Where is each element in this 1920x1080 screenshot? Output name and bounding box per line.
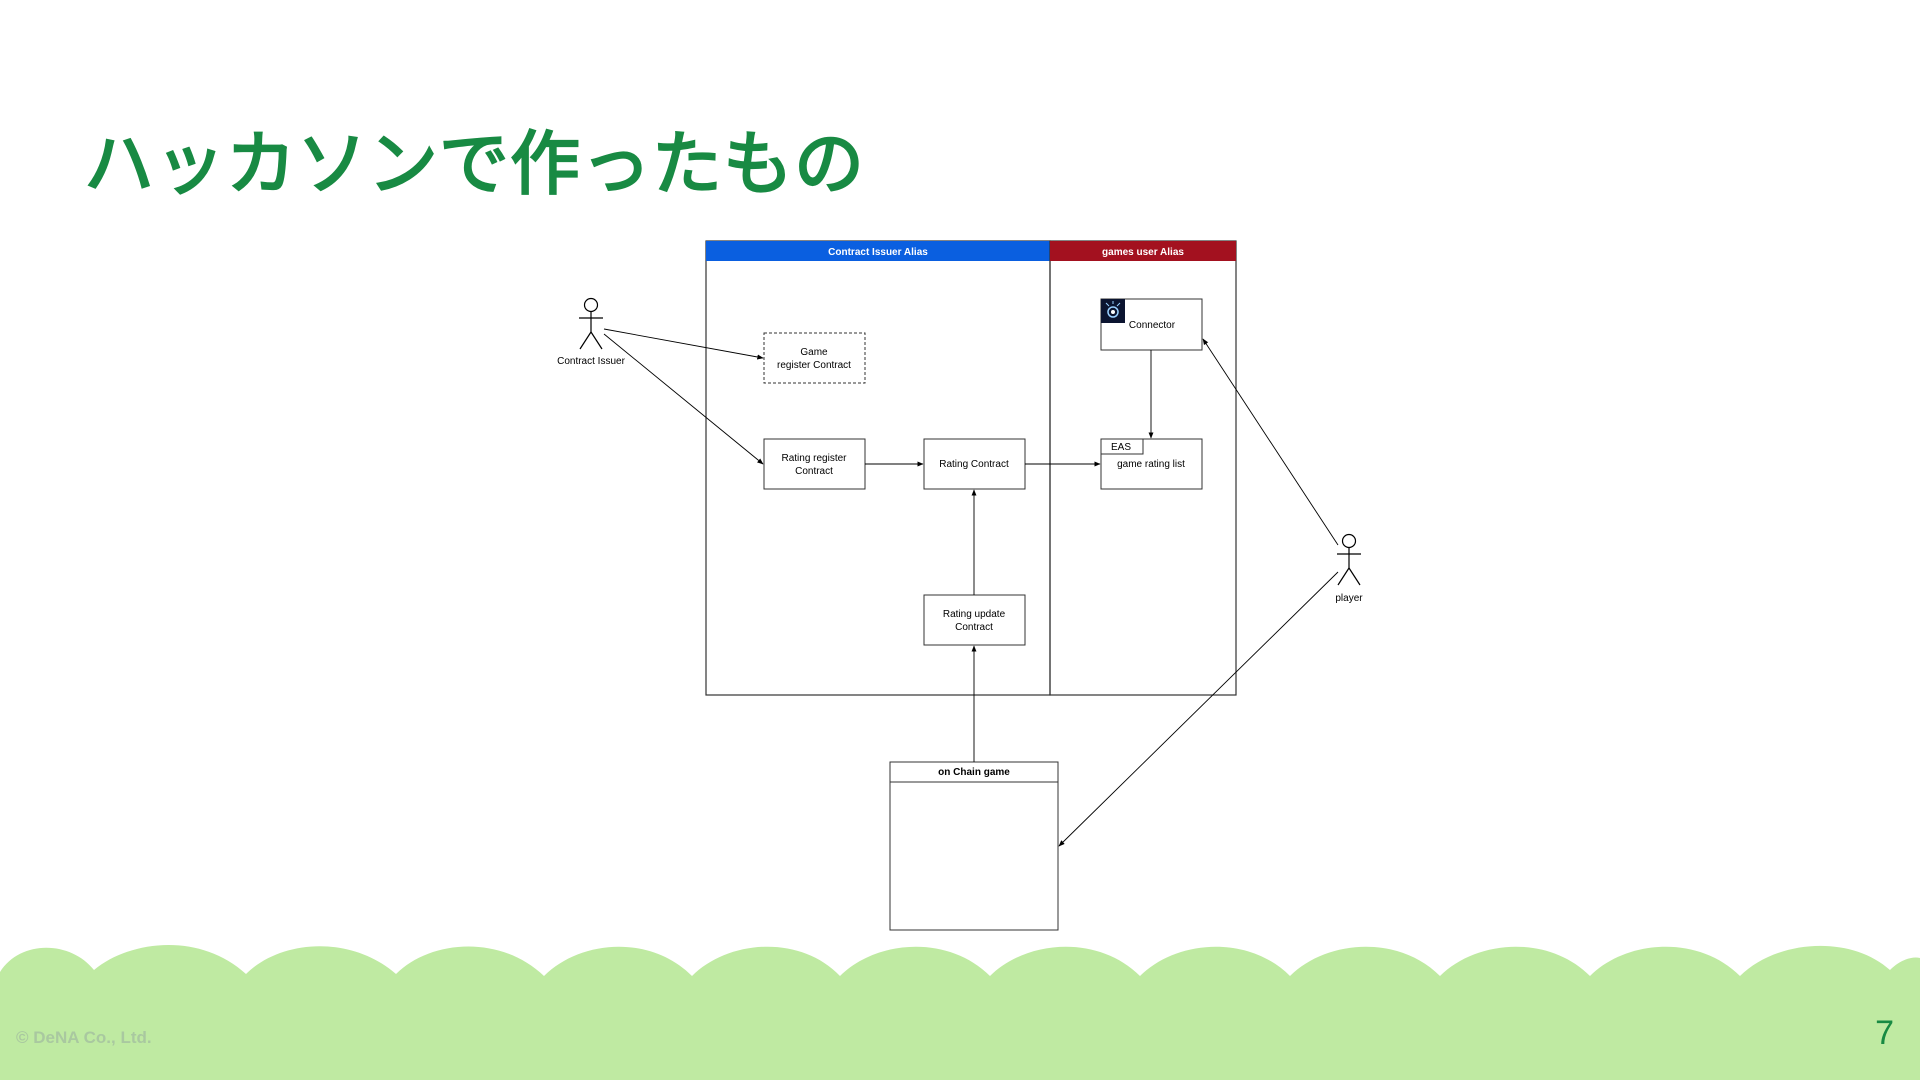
arrow-issuer-to-game-register: [603, 328, 764, 360]
game-register-line1: Game: [800, 347, 828, 358]
page-number: 7: [1875, 1014, 1894, 1052]
rating-register-contract-box: Rating register Contract: [763, 438, 866, 490]
arrow-player-to-connector: [1202, 338, 1339, 546]
rating-register-line1: Rating register: [781, 453, 847, 464]
actor-contract-issuer: Contract Issuer: [557, 297, 626, 367]
player-stick-figure-icon: [1337, 533, 1361, 586]
connector-box: Connector: [1100, 298, 1203, 351]
game-register-line2: register Contract: [777, 360, 851, 371]
footer-hills-decoration: [0, 944, 1920, 1080]
rating-contract-box: Rating Contract: [923, 438, 1026, 490]
lane-games-user: games user Alias: [1049, 240, 1237, 696]
lane-contract-issuer: Contract Issuer Alias: [705, 240, 1051, 696]
rating-contract-label: Rating Contract: [939, 459, 1009, 470]
arrow-player-to-chain-game: [1058, 571, 1339, 847]
rating-update-line1: Rating update: [943, 609, 1006, 620]
eas-tag-label: EAS: [1111, 442, 1131, 453]
actor-player-label: player: [1335, 593, 1363, 604]
connector-logo-icon: [1101, 299, 1125, 323]
contract-issuer-stick-figure-icon: [579, 297, 603, 350]
connector-label: Connector: [1129, 320, 1176, 331]
lane-games-user-label: games user Alias: [1102, 247, 1184, 258]
rating-register-line2: Contract: [795, 466, 833, 477]
actor-player: player: [1335, 533, 1363, 604]
slide-title: ハッカソンで作ったもの: [84, 123, 865, 205]
eas-game-rating-list-box: EAS game rating list: [1100, 438, 1203, 490]
rating-update-line2: Contract: [955, 622, 993, 633]
on-chain-game-box: on Chain game: [889, 761, 1059, 931]
lane-contract-issuer-label: Contract Issuer Alias: [828, 247, 928, 258]
rating-update-contract-box: Rating update Contract: [923, 594, 1026, 646]
actor-contract-issuer-label: Contract Issuer: [557, 356, 625, 367]
arrow-issuer-to-rating-register: [603, 333, 764, 465]
copyright-text: © DeNA Co., Ltd.: [16, 1028, 152, 1047]
game-register-contract-box: Game register Contract: [763, 332, 866, 384]
diagram-arrows: [603, 328, 1339, 847]
game-rating-list-label: game rating list: [1117, 459, 1185, 470]
on-chain-game-label: on Chain game: [938, 767, 1010, 778]
